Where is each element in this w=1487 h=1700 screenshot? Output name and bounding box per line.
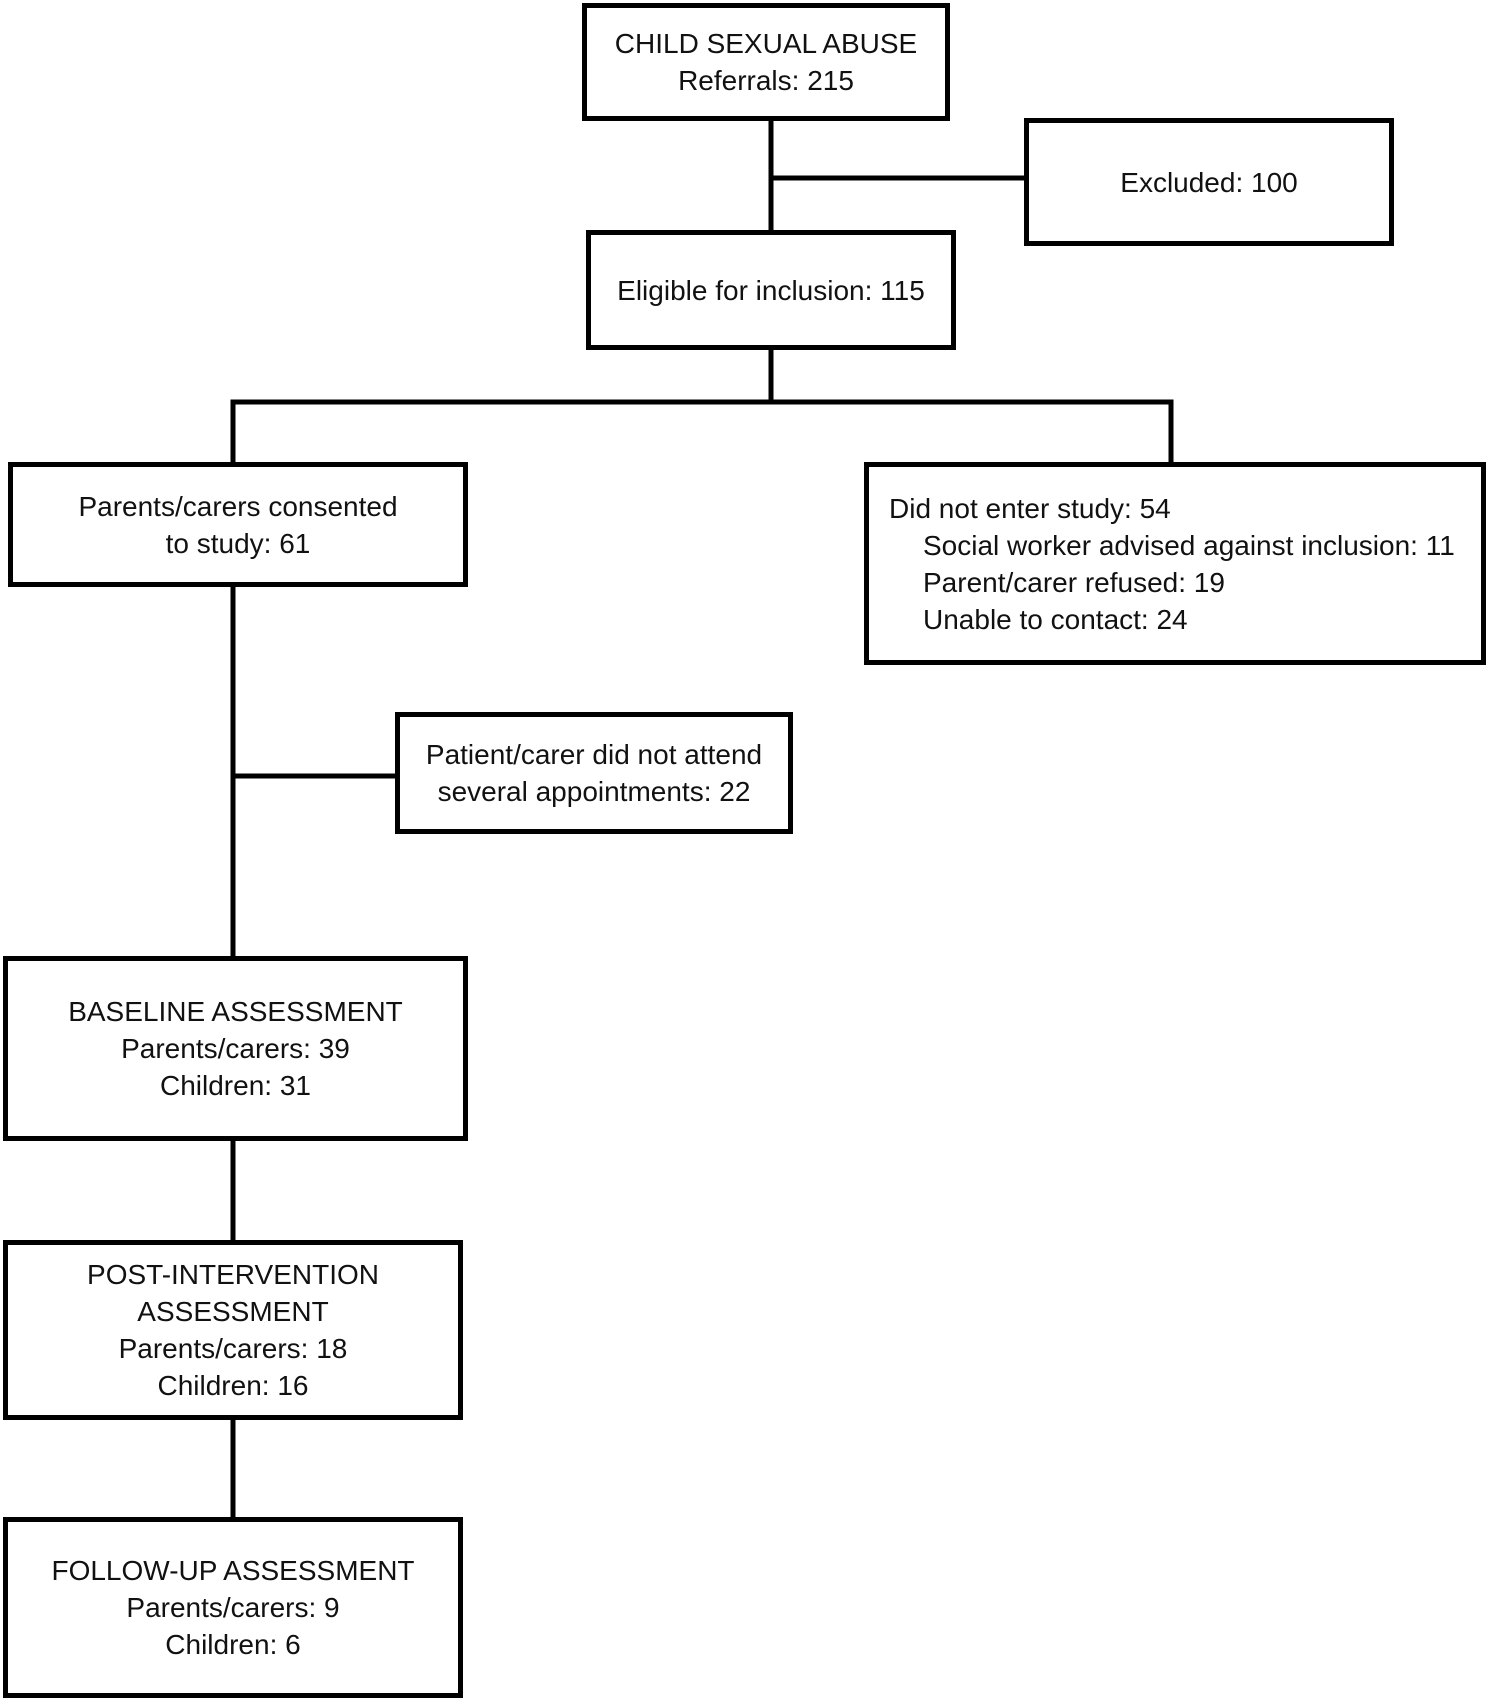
did-not-attend-box: Patient/carer did not attend several app… [395, 712, 793, 834]
follow-up-children-count: Children: 6 [165, 1629, 301, 1660]
eligible-box: Eligible for inclusion: 115 [586, 230, 956, 350]
post-intervention-title-2: ASSESSMENT [137, 1296, 329, 1327]
did-not-attend-line-1: Patient/carer did not attend [425, 739, 763, 770]
did-not-enter-box: Did not enter study: 54 Social worker ad… [864, 462, 1486, 665]
post-intervention-box: POST-INTERVENTION ASSESSMENT Parents/car… [3, 1240, 463, 1420]
post-intervention-children-count: Children: 16 [157, 1370, 309, 1401]
post-intervention-parents-count: Parents/carers: 18 [118, 1333, 348, 1364]
follow-up-box: FOLLOW-UP ASSESSMENT Parents/carers: 9 C… [3, 1517, 463, 1698]
did-not-enter-title: Did not enter study: 54 [889, 492, 1171, 524]
excluded-count: Excluded: 100 [1120, 166, 1298, 198]
excluded-box: Excluded: 100 [1024, 118, 1394, 246]
baseline-title: BASELINE ASSESSMENT [68, 996, 403, 1027]
follow-up-title: FOLLOW-UP ASSESSMENT [51, 1555, 415, 1586]
consented-line-1: Parents/carers consented [78, 490, 398, 522]
consented-line-2: to study: 61 [165, 527, 311, 559]
baseline-children-count: Children: 31 [160, 1070, 311, 1101]
baseline-assessment-box: BASELINE ASSESSMENT Parents/carers: 39 C… [3, 956, 468, 1141]
eligible-count: Eligible for inclusion: 115 [617, 274, 925, 306]
did-not-enter-reason: Social worker advised against inclusion:… [923, 529, 1455, 561]
did-not-attend-line-2: several appointments: 22 [437, 776, 751, 807]
consented-box: Parents/carers consented to study: 61 [8, 462, 468, 587]
did-not-enter-reason: Unable to contact: 24 [923, 603, 1188, 635]
referrals-count: Referrals: 215 [678, 65, 854, 96]
referrals-box: CHILD SEXUAL ABUSE Referrals: 215 [582, 3, 950, 121]
did-not-enter-reason: Parent/carer refused: 19 [923, 566, 1225, 598]
follow-up-parents-count: Parents/carers: 9 [126, 1592, 340, 1623]
baseline-parents-count: Parents/carers: 39 [121, 1033, 350, 1064]
referrals-title: CHILD SEXUAL ABUSE [614, 28, 918, 59]
post-intervention-title-1: POST-INTERVENTION [87, 1259, 379, 1290]
